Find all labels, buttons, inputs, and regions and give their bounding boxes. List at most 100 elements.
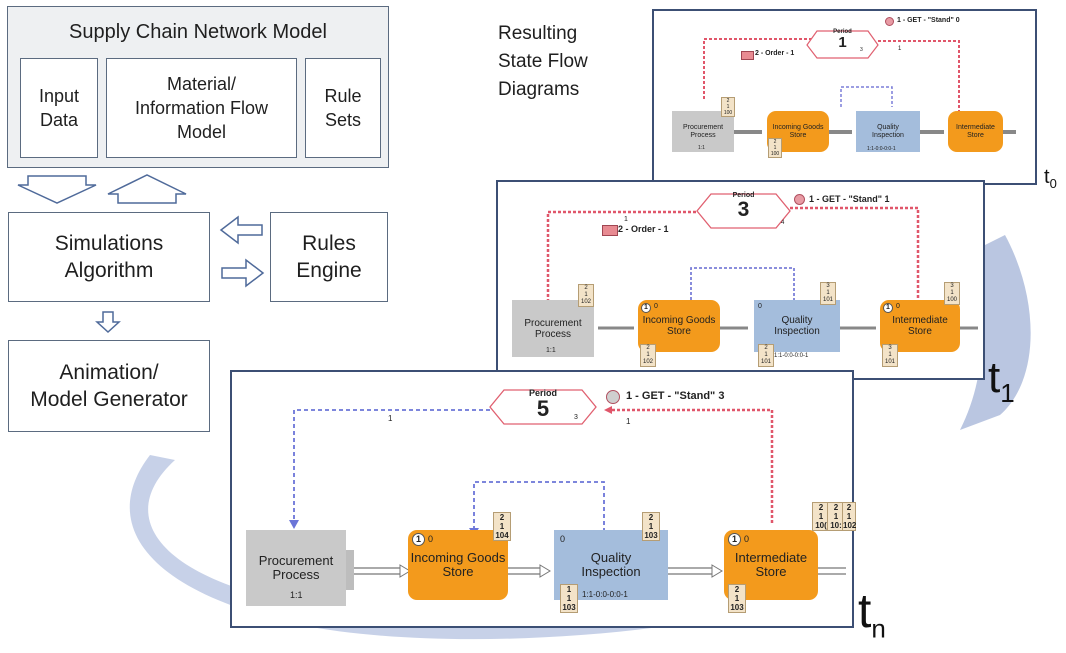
- procurement-ratio: 1:1: [290, 590, 303, 600]
- rules-engine-box: Rules Engine: [270, 212, 388, 302]
- incoming-label: Incoming Goods Store: [772, 123, 824, 139]
- order-label: 2 - Order - 1: [755, 50, 795, 57]
- panel-t0-links: [703, 30, 1016, 134]
- queue-badge: 2 1 103: [642, 512, 660, 541]
- arrow-count: 1: [898, 46, 902, 52]
- period-caption: Period: [732, 192, 755, 199]
- time-subscript: 0: [1049, 176, 1057, 191]
- count-circle: 1: [412, 533, 425, 546]
- animation-box: Animation/ Model Generator: [8, 340, 210, 432]
- model-title: Supply Chain Network Model: [69, 21, 327, 43]
- period-caption: Period: [833, 29, 852, 35]
- procurement-label: Procurement Process: [682, 123, 724, 139]
- queue-badge: 2 1 104: [493, 512, 511, 541]
- state-panel-t1: Period 3 4 1 - GET - "Stand" 1 1 2 - Ord…: [496, 180, 985, 380]
- period-number: 5: [536, 396, 550, 421]
- input-data-box: Input Data: [20, 58, 98, 158]
- time-subscript: n: [871, 613, 886, 644]
- order-label: 2 - Order - 1: [618, 224, 669, 234]
- queue-badge: 2 1 10:: [827, 502, 845, 531]
- queue-badge: 2 1 101: [758, 344, 774, 367]
- incoming-goods-node: Incoming Goods Store: [638, 300, 720, 352]
- get-label: 1 - GET - "Stand" 3: [626, 390, 725, 402]
- procurement-label: Procurement Process: [258, 552, 334, 582]
- time-label-t1: t1: [988, 356, 1015, 415]
- get-indicator-icon: [885, 17, 894, 26]
- quality-label: Quality Inspection: [774, 315, 820, 337]
- period-box-tn: Period 5: [490, 388, 596, 420]
- intermediate-store-node: Intermediate Store: [880, 300, 960, 352]
- count-zero: 0: [428, 534, 434, 544]
- count-circle: 1: [641, 303, 651, 313]
- count-circle: 1: [883, 303, 893, 313]
- incoming-label: Incoming Goods Store: [410, 549, 506, 579]
- count-zero: 0: [744, 534, 750, 544]
- incoming-label: Incoming Goods Store: [642, 315, 716, 337]
- panel-t1-links: [546, 193, 978, 330]
- period-number: 1: [838, 34, 847, 51]
- queue-badge: 3 1 101: [882, 344, 898, 367]
- count-zero: 0: [560, 534, 566, 544]
- state-panel-tn: Period 5 3 1 - GET - "Stand" 3 1 1 Procu…: [230, 370, 857, 628]
- procurement-ratio: 1:1: [546, 347, 556, 354]
- queue-badge: 2 1 10(: [812, 502, 830, 531]
- period-caption: Period: [528, 388, 557, 398]
- procurement-port: [346, 550, 354, 590]
- state-panel-t0: Period 1 3 1 - GET - "Stand" 0 1 2 - Ord…: [652, 9, 1037, 185]
- quality-code: 1:1-0:0-0:0-1: [774, 353, 809, 359]
- quality-code: 1:1-0:0-0:0-1: [867, 146, 896, 152]
- material-flow-box: Material/ Information Flow Model: [106, 58, 297, 158]
- get-label: 1 - GET - "Stand" 1: [809, 194, 890, 204]
- arrow-count: 1: [388, 414, 393, 423]
- quality-code: 1:1-0:0-0:0-1: [582, 590, 628, 599]
- queue-badge: 2 1 103: [728, 584, 746, 613]
- envelope-icon: [741, 51, 754, 60]
- envelope-icon: [602, 225, 618, 236]
- queue-badge: 2 1 102: [578, 284, 594, 307]
- state-flow-title: Resulting State Flow Diagrams: [498, 23, 588, 100]
- period-sub: 4: [781, 220, 785, 226]
- time-symbol: t: [858, 585, 872, 638]
- arrow-count: 1: [626, 417, 631, 426]
- time-symbol: t: [1044, 166, 1050, 188]
- quality-inspection-node: Quality Inspection: [754, 300, 840, 352]
- queue-badge: 2 1 100: [721, 97, 735, 117]
- queue-badge: 3 1 101: [820, 282, 836, 305]
- queue-badge: 1 1 103: [560, 584, 578, 613]
- intermediate-label: Intermediate Store: [734, 549, 808, 579]
- get-indicator-icon: [794, 194, 805, 205]
- get-label: 1 - GET - "Stand" 0: [897, 17, 960, 24]
- count-zero: 0: [654, 303, 658, 310]
- queue-badge: 2 1 100: [768, 138, 782, 158]
- procurement-ratio: 1:1: [698, 145, 705, 151]
- intermediate-store-node: Intermediate Store: [948, 111, 1003, 152]
- simulation-box: Simulations Algorithm: [8, 212, 210, 302]
- count-zero: 0: [896, 303, 900, 310]
- queue-badge: 2 1 102: [640, 344, 656, 367]
- count-zero: 0: [758, 303, 762, 310]
- time-symbol: t: [988, 353, 1001, 402]
- quality-inspection-node: Quality Inspection: [856, 111, 920, 152]
- period-sub: 3: [860, 47, 863, 53]
- rule-sets-box: Rule Sets: [305, 58, 381, 158]
- period-box-t1: Period 3: [697, 192, 790, 221]
- period-sub: 3: [574, 414, 578, 421]
- queue-badge: 3 1 100: [944, 282, 960, 305]
- intermediate-label: Intermediate Store: [892, 315, 948, 337]
- procurement-node: Procurement Process: [512, 300, 594, 357]
- procurement-label: Procurement Process: [524, 317, 582, 340]
- time-subscript: 1: [1000, 377, 1015, 408]
- procurement-node: Procurement Process: [672, 111, 734, 152]
- procurement-node: Procurement Process: [246, 530, 346, 606]
- intermediate-label: Intermediate Store: [956, 123, 995, 139]
- get-indicator-icon: [606, 390, 620, 404]
- queue-badge: 2 1 102: [842, 502, 857, 531]
- time-label-tn: tn: [858, 588, 886, 653]
- incoming-goods-node: Incoming Goods Store: [408, 530, 508, 600]
- period-number: 3: [737, 198, 750, 221]
- arrow-count: 1: [624, 216, 628, 223]
- period-box-t0: Period 1: [807, 29, 878, 50]
- quality-label: Quality Inspection: [581, 549, 641, 579]
- count-circle: 1: [728, 533, 741, 546]
